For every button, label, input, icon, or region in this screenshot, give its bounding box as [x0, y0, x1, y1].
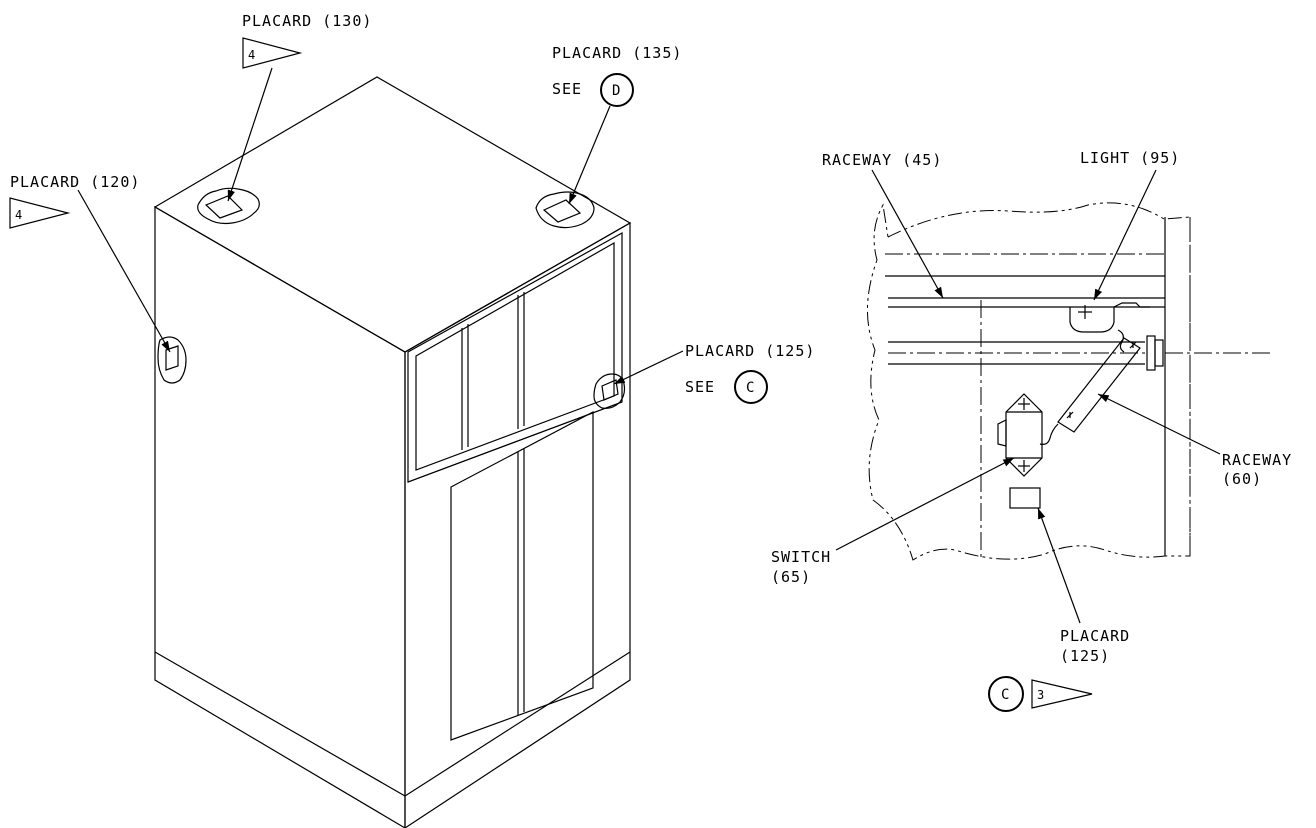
leader-line [1093, 169, 1157, 301]
leader-line [613, 350, 684, 385]
detail-letter: C [1001, 687, 1009, 703]
callout-placard-125-detail: PLACARD (125) [1037, 507, 1130, 665]
detail-circle-icon [600, 73, 634, 107]
detail-letter: D [612, 83, 620, 99]
leader-line [1097, 393, 1221, 455]
leader-line [568, 105, 611, 205]
label-switch-65: SWITCH [771, 548, 831, 566]
callout-placard-120: PLACARD (120) 4 [9, 173, 171, 353]
placard-135-cutout [535, 191, 595, 229]
flag-note-icon [1031, 679, 1093, 709]
label-placard-135: PLACARD (135) [552, 44, 682, 62]
label-raceway-60: RACEWAY [1222, 451, 1292, 469]
callout-placard-125: PLACARD (125) SEE C [613, 342, 815, 404]
leader-line [835, 457, 1015, 551]
flag-note-icon [242, 37, 303, 69]
label-placard-125-detail: PLACARD [1060, 627, 1130, 645]
flag-note-icon [9, 197, 71, 229]
callout-light-95: LIGHT (95) [1080, 149, 1180, 301]
label-placard-125: PLACARD (125) [685, 342, 815, 360]
leader-line [227, 67, 273, 202]
callout-placard-130: PLACARD (130) 4 [227, 12, 372, 202]
callout-placard-135: PLACARD (135) SEE D [552, 44, 682, 205]
leader-line [77, 189, 171, 353]
placard-125-cutout [593, 373, 626, 409]
placard-130-cutout [197, 187, 260, 225]
leader-line [1037, 507, 1081, 624]
label-raceway-60-number: (60) [1222, 470, 1262, 488]
detail-letter: C [746, 380, 754, 396]
label-light-95: LIGHT (95) [1080, 149, 1180, 167]
label-placard-130: PLACARD (130) [242, 12, 372, 30]
detail-circle-icon [734, 370, 768, 404]
detail-c-drawing [867, 202, 1272, 561]
label-switch-65-number: (65) [771, 568, 811, 586]
placard-120-cutout [157, 336, 187, 384]
flag-number: 3 [1037, 688, 1044, 702]
flag-number: 4 [248, 48, 255, 62]
label-see: SEE [685, 378, 715, 396]
leader-line [871, 169, 944, 299]
label-raceway-45: RACEWAY (45) [822, 151, 942, 169]
detail-c-identifier: C 3 [988, 676, 1093, 712]
cabinet-drawing [153, 76, 632, 828]
callout-raceway-45: RACEWAY (45) [822, 151, 944, 299]
callout-raceway-60: RACEWAY (60) [1097, 393, 1292, 488]
label-placard-120: PLACARD (120) [10, 173, 140, 191]
callout-switch-65: SWITCH (65) [771, 457, 1015, 586]
label-placard-125-detail-number: (125) [1060, 647, 1110, 665]
flag-number: 4 [15, 208, 22, 222]
detail-circle-icon [988, 676, 1024, 712]
label-see: SEE [552, 80, 582, 98]
